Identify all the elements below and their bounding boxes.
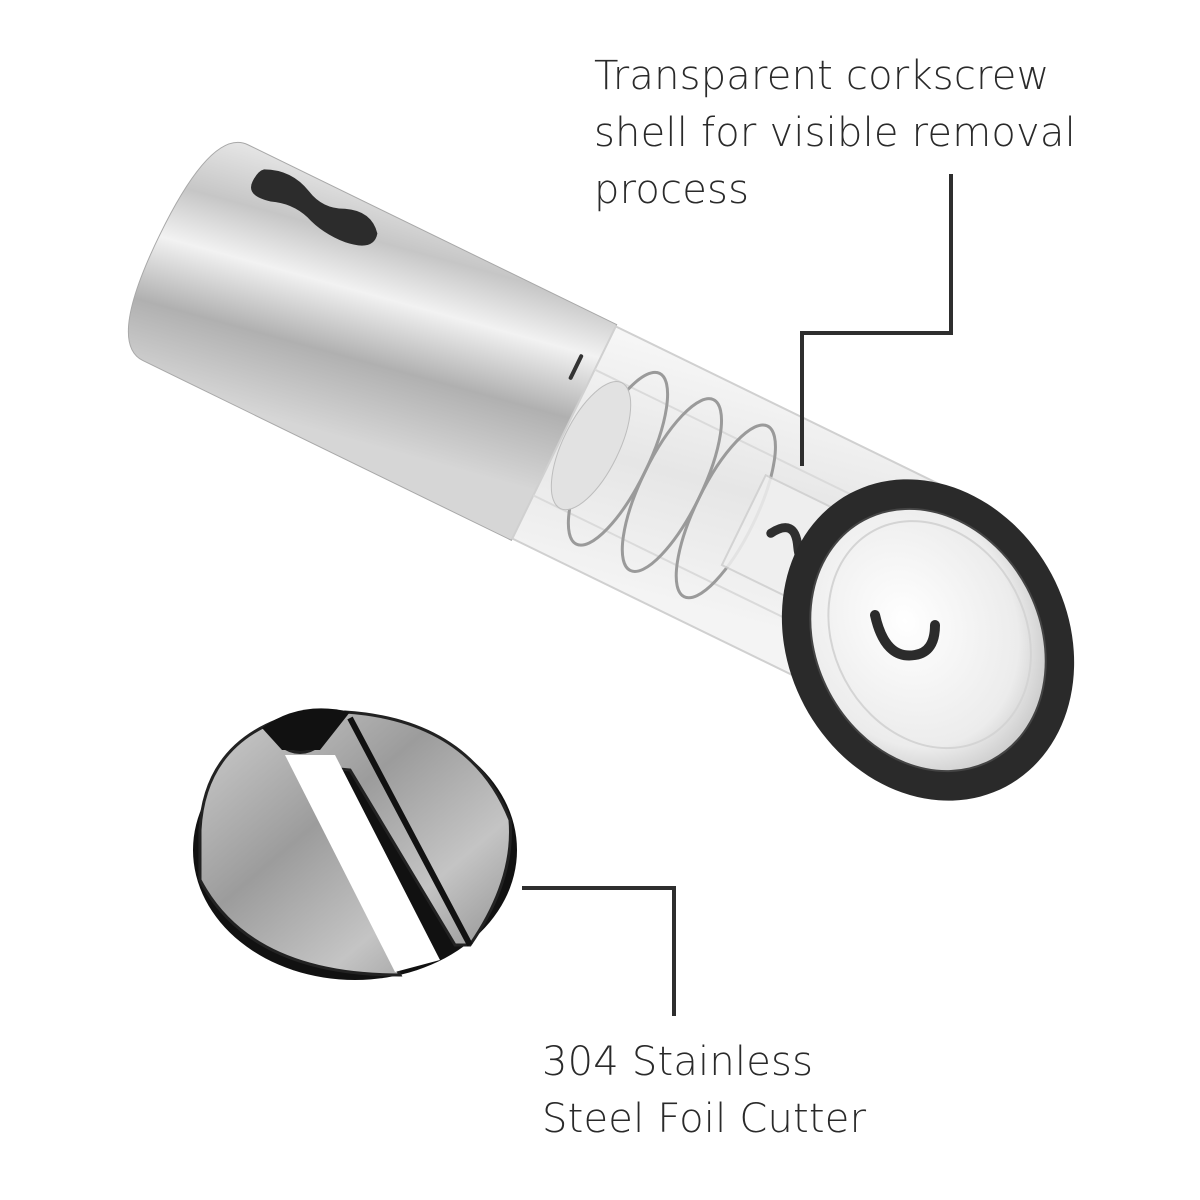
callout-foil-cutter: 304 Stainless Steel Foil Cutter [542, 1034, 866, 1148]
power-button-icon [251, 169, 378, 246]
leader-lines [522, 174, 953, 1016]
callout-shell: Transparent corkscrew shell for visible … [594, 48, 1076, 219]
callout-shell-line-1: Transparent corkscrew [594, 53, 1050, 99]
corkscrew-tip-icon [870, 610, 940, 661]
foil-cutter [193, 708, 517, 980]
callout-cutter-line-2: Steel Foil Cutter [542, 1096, 867, 1142]
callout-shell-line-3: process [594, 167, 750, 213]
callout-shell-line-2: shell for visible removal [594, 110, 1076, 156]
leader-line-cutter [522, 886, 676, 1016]
leader-line-shell [800, 174, 953, 466]
corkscrew-end-ring [781, 479, 1075, 801]
callout-cutter-line-1: 304 Stainless [542, 1039, 814, 1085]
